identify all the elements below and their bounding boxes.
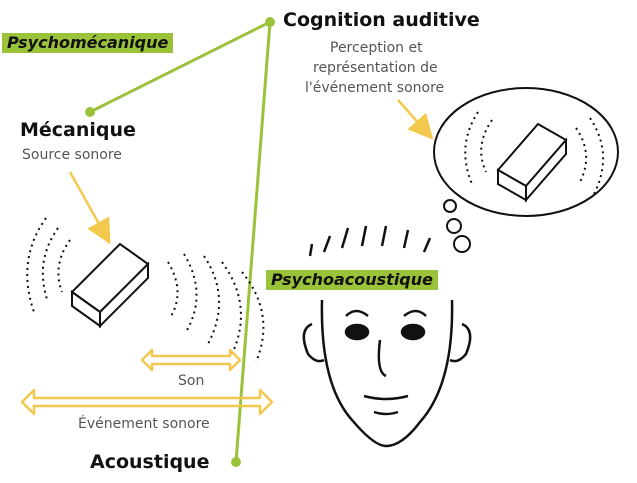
label-son: Son: [178, 373, 205, 389]
thought-waves-icon: [464, 111, 604, 195]
label-cognition-sub-1: Perception et: [330, 40, 423, 56]
sound-waves-icon: [26, 217, 265, 363]
evenement-double-arrow: [20, 388, 274, 416]
label-cognition-auditive: Cognition auditive: [283, 9, 480, 31]
listener-head-icon: [302, 299, 472, 448]
connector-dot-mecanique: [85, 107, 95, 117]
thought-bar-icon: [496, 122, 568, 203]
label-acoustique: Acoustique: [90, 451, 210, 473]
connector-line-acoustique: [234, 21, 272, 463]
sound-source-bar-icon: [70, 242, 150, 329]
label-cognition-sub-2: représentation de: [313, 60, 438, 76]
connector-dot-cognition: [265, 17, 275, 27]
label-mecanique: Mécanique: [20, 119, 136, 141]
label-psychomecanique: Psychomécanique: [2, 33, 174, 53]
label-source-sonore: Source sonore: [22, 147, 122, 163]
connector-dot-acoustique: [231, 457, 241, 467]
label-evenement-sonore: Événement sonore: [78, 416, 210, 432]
hair-strokes: [308, 225, 432, 257]
connector-line-mecanique: [89, 20, 271, 114]
pointer-arrow-source: [68, 171, 111, 245]
label-psychoacoustique: Psychoacoustique: [266, 270, 438, 290]
pointer-arrow-perception: [397, 99, 434, 140]
son-double-arrow: [140, 348, 242, 372]
label-cognition-sub-3: l'événement sonore: [305, 80, 445, 96]
